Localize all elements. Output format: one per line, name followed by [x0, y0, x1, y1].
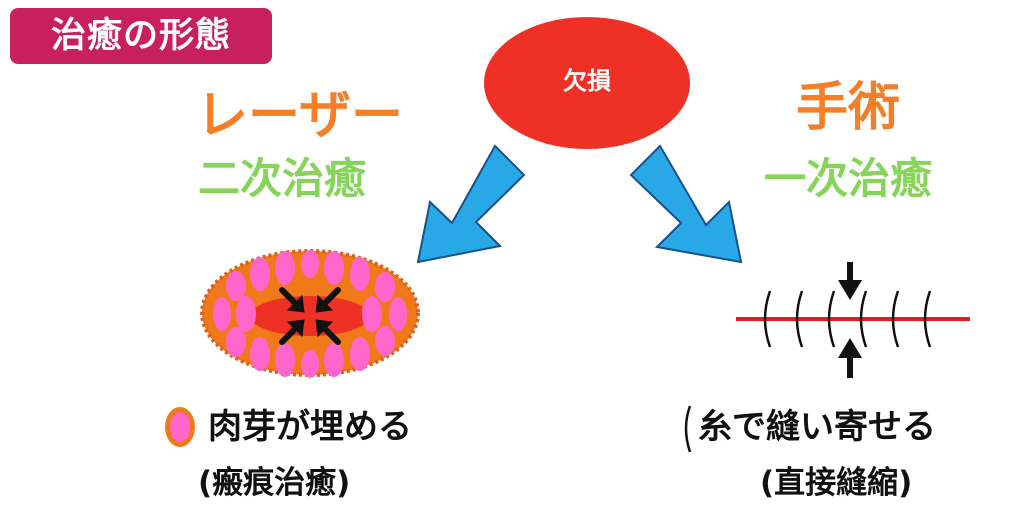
surgery-label: 手術: [796, 78, 901, 138]
surgical-suture: [736, 262, 970, 378]
laser-wound-oval: [200, 249, 420, 378]
converging-arrows-icon: [279, 287, 341, 345]
title-badge: 治癒の形態: [10, 8, 272, 64]
suture-legend-icon: [684, 405, 692, 453]
left-caption: 肉芽が埋める: [208, 407, 412, 447]
right-sub-caption: (直接縫縮): [760, 465, 913, 501]
primary-healing-label: 一次治癒: [764, 154, 933, 203]
right-caption: 糸で縫い寄せる: [698, 407, 936, 447]
secondary-healing-label: 二次治癒: [198, 154, 367, 203]
left-sub-caption: (瘢痕治癒): [198, 465, 351, 501]
granulation-legend-icon: [165, 407, 195, 447]
defect-label: 欠損: [563, 66, 611, 95]
laser-label: レーザー: [196, 86, 403, 146]
closing-arrows-icon: [838, 262, 862, 378]
defect-oval: 欠損: [484, 17, 690, 149]
left-arrow: [416, 144, 526, 264]
right-arrow: [629, 144, 743, 264]
